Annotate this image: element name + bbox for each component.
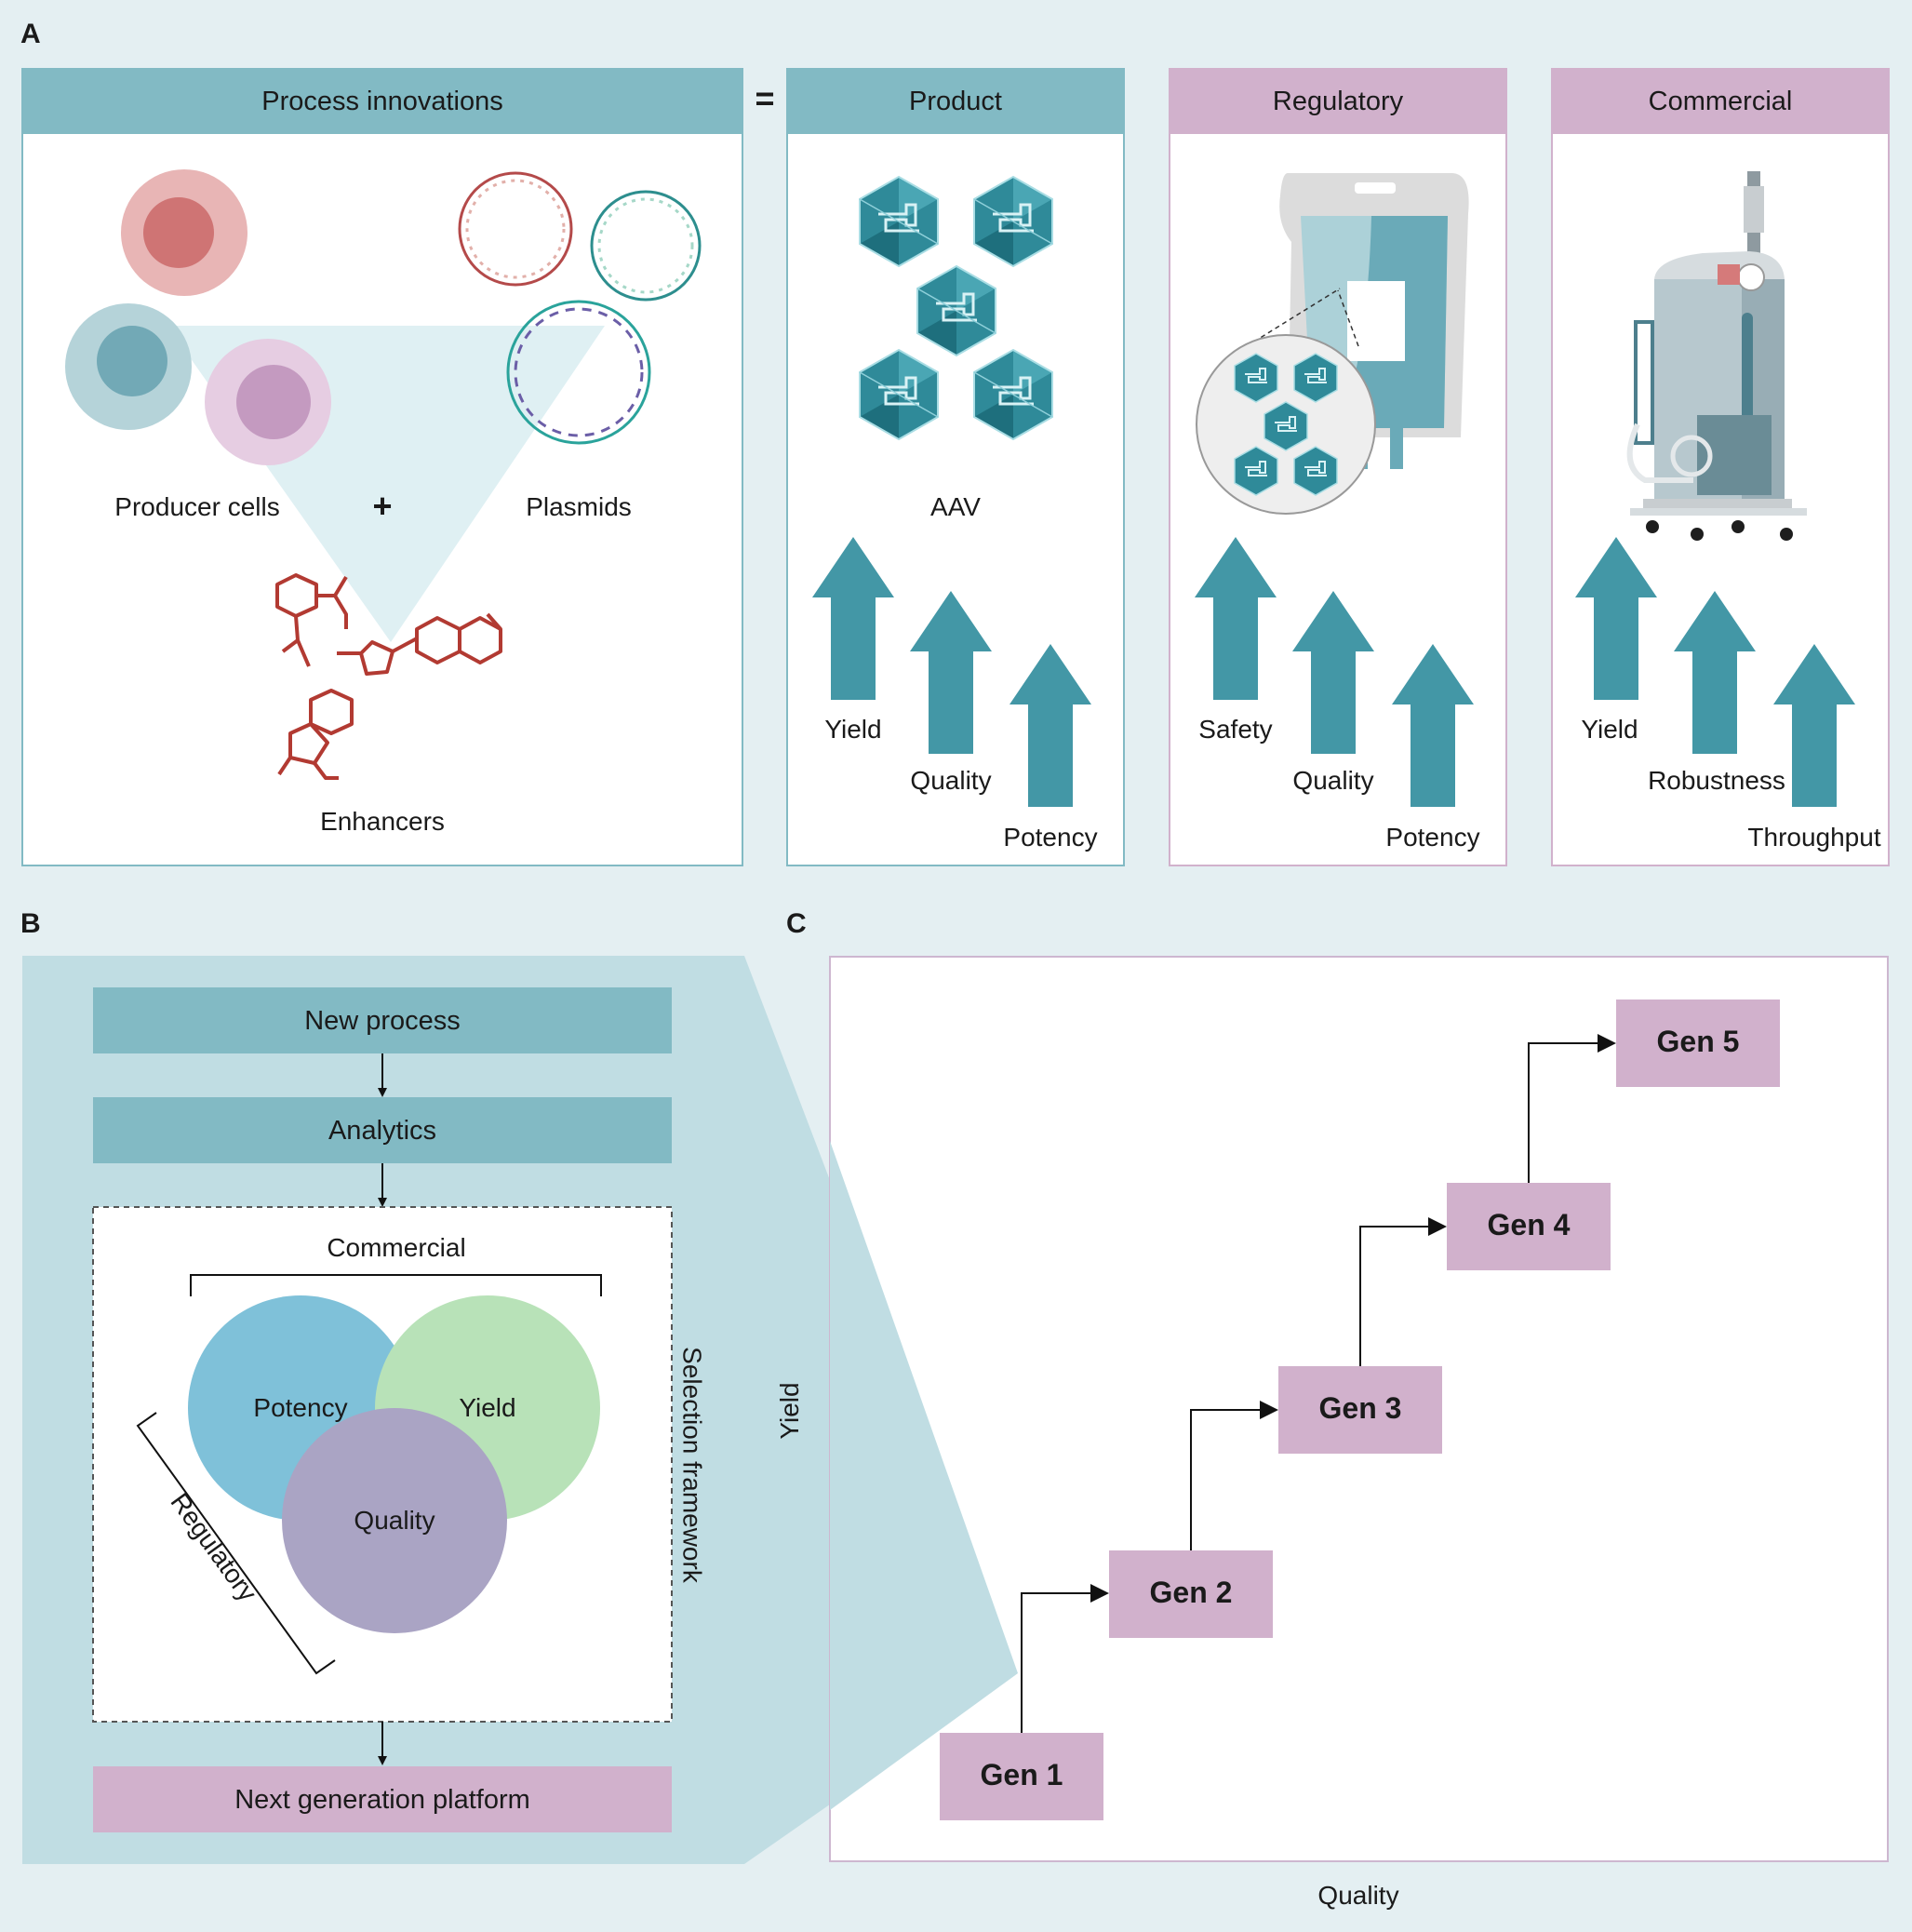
panel-c-letter: C <box>786 908 807 939</box>
gen-1-box <box>940 1733 1103 1820</box>
commercial-arrows <box>1575 537 1855 807</box>
commercial-arrow-label-2: Robustness <box>1648 766 1785 795</box>
commercial-bracket <box>190 1274 602 1296</box>
yield-label: Yield <box>459 1393 515 1422</box>
commercial-title: Commercial <box>1649 87 1793 116</box>
panel-a-letter: A <box>20 19 41 49</box>
enhancers-illustration <box>275 573 502 780</box>
gen-4-box <box>1447 1183 1611 1270</box>
regulatory-title: Regulatory <box>1273 87 1404 116</box>
analytics-label: Analytics <box>328 1116 436 1146</box>
generation-steps: Gen 1 Gen 2 Gen 3 Gen 4 Gen 5 <box>940 1000 1780 1820</box>
product-arrow-label-1: Yield <box>824 715 881 744</box>
plus-sign: + <box>372 487 392 525</box>
commercial-arrow-label-3: Throughput <box>1747 823 1880 852</box>
gen-2-label: Gen 2 <box>1150 1576 1233 1609</box>
step-arrow-3 <box>1359 1217 1447 1366</box>
panel-overlap-region <box>830 1141 1018 1810</box>
aav-label: AAV <box>930 492 981 521</box>
product-title: Product <box>909 87 1002 116</box>
gen-5-box <box>1616 1000 1780 1087</box>
product-arrow-label-2: Quality <box>910 766 991 795</box>
gen-5-label: Gen 5 <box>1657 1025 1740 1058</box>
process-innovations-header <box>22 69 742 134</box>
product-header <box>787 69 1124 134</box>
gen-1-label: Gen 1 <box>981 1758 1063 1791</box>
equals-sign: = <box>755 79 774 117</box>
producer-cells-illustration <box>65 169 331 465</box>
commercial-bracket-label: Commercial <box>327 1233 465 1262</box>
selection-framework-label: Selection framework <box>678 1347 707 1584</box>
iv-bag-illustration <box>1196 173 1469 515</box>
new-process-label: New process <box>304 1006 461 1036</box>
regulatory-header <box>1170 69 1506 134</box>
plasmids-illustration <box>458 171 702 445</box>
step-arrow-1 <box>1021 1584 1109 1733</box>
next-generation-label: Next generation platform <box>234 1785 530 1815</box>
analytics-box <box>93 1097 672 1163</box>
step-arrow-2 <box>1190 1401 1278 1550</box>
regulatory-bracket <box>136 1412 336 1675</box>
product-arrow-label-3: Potency <box>1003 823 1097 852</box>
process-innovations-title: Process innovations <box>261 87 503 116</box>
x-axis-label: Quality <box>1317 1881 1398 1910</box>
producer-cells-label: Producer cells <box>114 492 279 521</box>
gen-3-label: Gen 3 <box>1319 1391 1402 1425</box>
commercial-arrow-label-1: Yield <box>1581 715 1638 744</box>
enhancers-label: Enhancers <box>320 807 445 836</box>
step-arrow-4 <box>1528 1034 1616 1183</box>
plasmids-label: Plasmids <box>526 492 632 521</box>
regulatory-arrow-label-2: Quality <box>1292 766 1373 795</box>
y-axis-label: Yield <box>775 1382 804 1439</box>
next-generation-box <box>93 1766 672 1832</box>
gen-3-box <box>1278 1366 1442 1454</box>
regulatory-arrow-label-1: Safety <box>1198 715 1272 744</box>
commercial-header <box>1552 69 1889 134</box>
quality-label: Quality <box>354 1506 435 1535</box>
bioreactor-illustration <box>1626 171 1807 541</box>
gen-4-label: Gen 4 <box>1488 1208 1571 1241</box>
gen-2-box <box>1109 1550 1273 1638</box>
regulatory-arrows <box>1195 537 1474 807</box>
quality-circle <box>282 1408 507 1633</box>
potency-label: Potency <box>253 1393 347 1422</box>
panel-b-letter: B <box>20 908 41 939</box>
new-process-box <box>93 987 672 1053</box>
regulatory-arrow-label-3: Potency <box>1385 823 1479 852</box>
product-arrows <box>812 537 1091 807</box>
